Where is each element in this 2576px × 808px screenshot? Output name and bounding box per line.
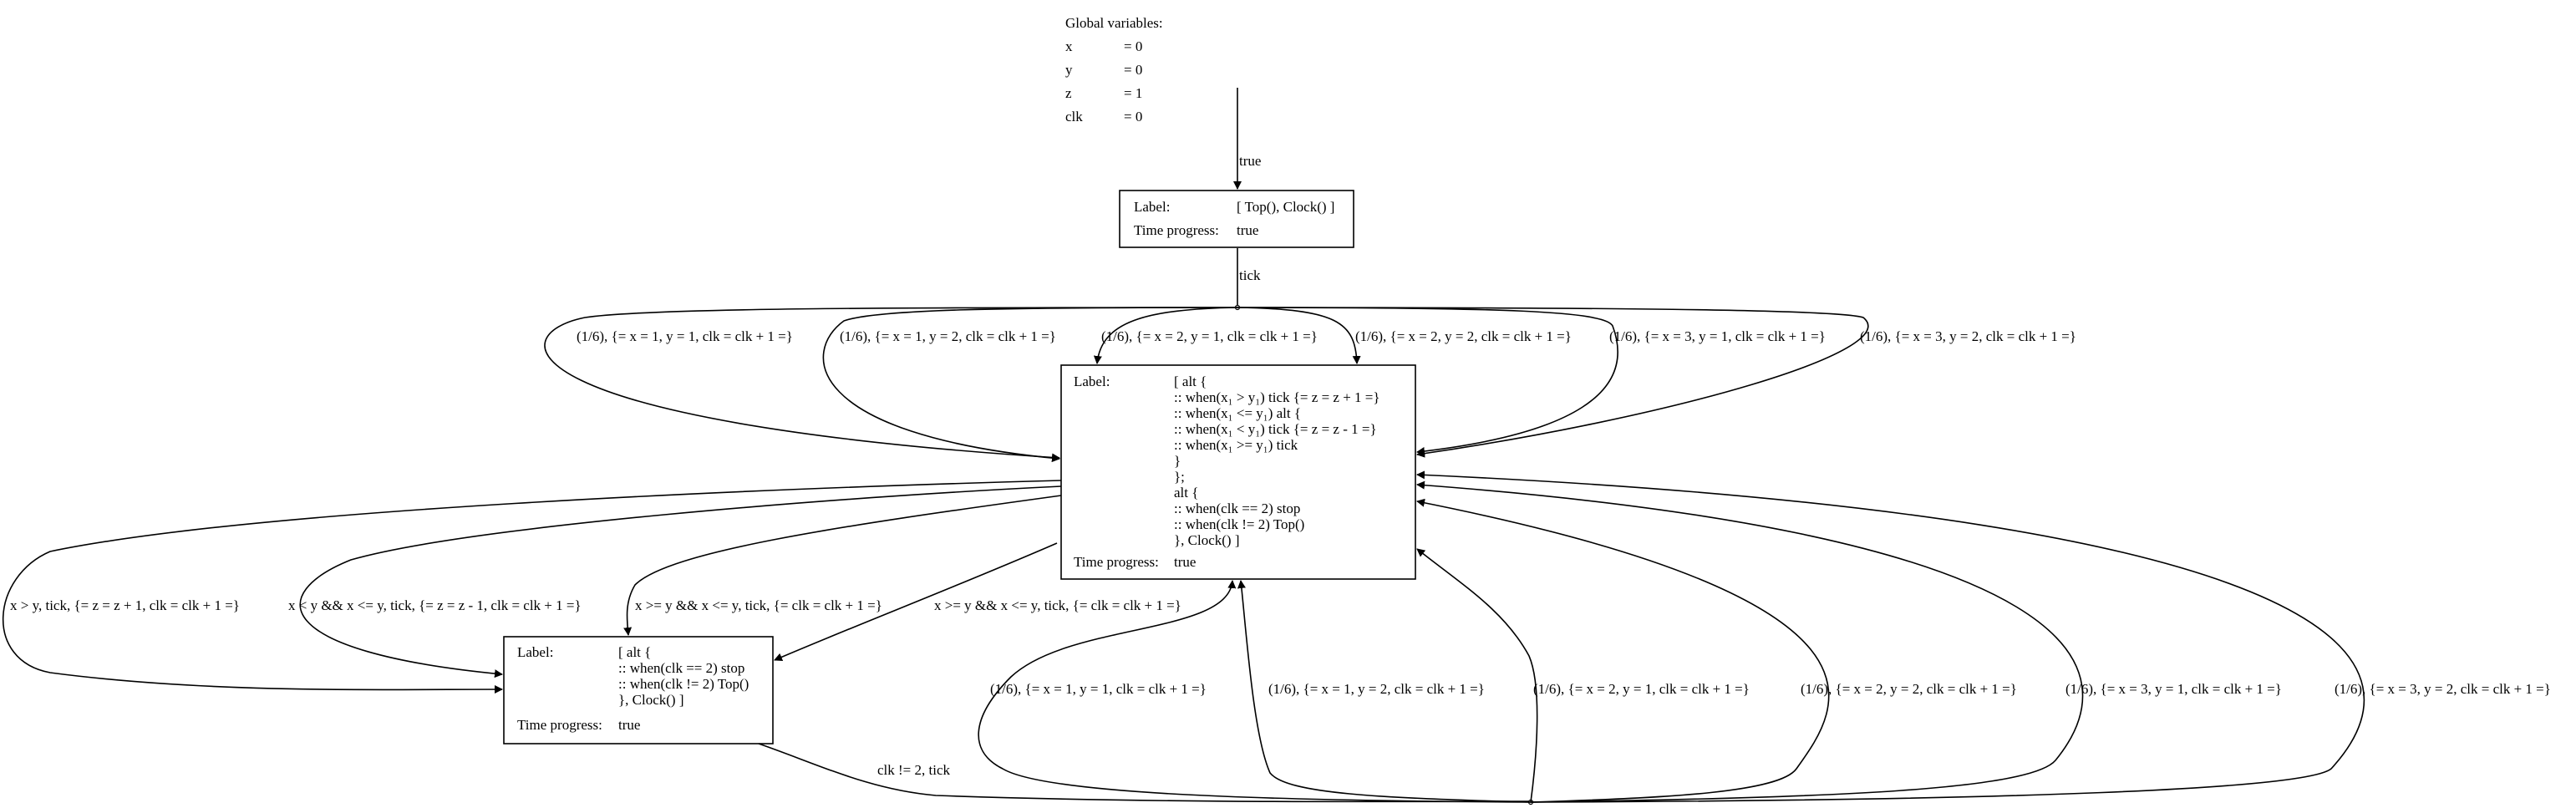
- main-to-left-label: x > y, tick, {= z = z + 1, clk = clk + 1…: [10, 597, 240, 613]
- left-state-box: [503, 636, 774, 744]
- lower-edge-label: (1/6), {= x = 1, y = 1, clk = clk + 1 =}: [990, 681, 1207, 697]
- left-out-edge-label: clk != 2, tick: [877, 762, 951, 778]
- upper-edge-label: (1/6), {= x = 1, y = 2, clk = clk + 1 =}: [840, 328, 1056, 344]
- var-name: clk: [1065, 109, 1083, 125]
- var-value: = 0: [1124, 109, 1143, 125]
- left-out-edge: [758, 743, 1532, 803]
- var-value: = 1: [1124, 85, 1143, 101]
- main-label-lines: [ alt { :: when(x₁ > y₁) tick {= z = z +…: [1174, 374, 1380, 548]
- lower-edge: [1416, 470, 2365, 803]
- main-label-line: }, Clock() ]: [1174, 532, 1240, 548]
- main-label-line: :: when(x₁ > y₁) tick {= z = z + 1 =}: [1174, 389, 1380, 405]
- var-name: x: [1065, 38, 1073, 54]
- init-edge-label: true: [1239, 153, 1261, 169]
- start-label-key: Label:: [1134, 199, 1170, 215]
- left-label-line: [ alt {: [618, 644, 651, 660]
- lower-edge-label: (1/6), {= x = 2, y = 1, clk = clk + 1 =}: [1533, 681, 1750, 697]
- main-label-line: }: [1174, 453, 1181, 469]
- lower-edge-label: (1/6), {= x = 1, y = 2, clk = clk + 1 =}: [1268, 681, 1485, 697]
- var-value: = 0: [1124, 62, 1143, 78]
- main-label-line: :: when(x₁ <= y₁) alt {: [1174, 405, 1301, 421]
- lower-edge-label: (1/6), {= x = 3, y = 2, clk = clk + 1 =}: [2335, 681, 2551, 697]
- main-to-left-edge: [774, 542, 1058, 662]
- var-name: y: [1065, 62, 1073, 78]
- lower-edge-label: (1/6), {= x = 3, y = 1, clk = clk + 1 =}: [2065, 681, 2282, 697]
- upper-edge-label: (1/6), {= x = 2, y = 2, clk = clk + 1 =}: [1355, 328, 1572, 344]
- left-label-line: }, Clock() ]: [618, 692, 684, 708]
- lower-edge: [978, 580, 1532, 803]
- main-to-left-edge: [2, 480, 1062, 694]
- upper-edge: [1093, 307, 1238, 364]
- lower-edge: [1416, 498, 1830, 803]
- main-time-value: true: [1174, 554, 1196, 570]
- left-label-key: Label:: [517, 644, 553, 660]
- upper-edge: [1237, 307, 1869, 458]
- main-state-box: [1060, 364, 1416, 580]
- main-label-line: :: when(clk == 2) stop: [1174, 501, 1300, 516]
- upper-edge: [544, 307, 1238, 462]
- tick-edge-label: tick: [1239, 267, 1261, 283]
- start-time-value: true: [1237, 222, 1258, 238]
- global-var-row: y = 0: [1065, 58, 1163, 82]
- main-label-line: :: when(x₁ < y₁) tick {= z = z - 1 =}: [1174, 421, 1377, 437]
- main-label-key: Label:: [1074, 374, 1110, 389]
- start-time-key: Time progress:: [1134, 222, 1219, 238]
- main-to-left-edge: [299, 485, 1062, 678]
- left-time-key: Time progress:: [517, 717, 602, 733]
- var-value: = 0: [1124, 38, 1143, 54]
- lower-edge: [1237, 580, 1532, 803]
- start-label-value: [ Top(), Clock() ]: [1237, 199, 1334, 215]
- upper-edge-label: (1/6), {= x = 2, y = 1, clk = clk + 1 =}: [1101, 328, 1318, 344]
- global-var-row: clk = 0: [1065, 105, 1163, 129]
- main-label-line: alt {: [1174, 485, 1198, 501]
- left-label-line: :: when(clk != 2) Top(): [618, 676, 749, 692]
- var-name: z: [1065, 85, 1072, 101]
- main-time-key: Time progress:: [1074, 554, 1159, 570]
- global-var-row: z = 1: [1065, 82, 1163, 105]
- lower-edge-label: (1/6), {= x = 2, y = 2, clk = clk + 1 =}: [1801, 681, 2017, 697]
- main-label-line: :: when(x₁ >= y₁) tick: [1174, 437, 1298, 453]
- upper-edge: [822, 307, 1238, 463]
- start-state-box: [1119, 190, 1354, 248]
- upper-edge-label: (1/6), {= x = 1, y = 1, clk = clk + 1 =}: [577, 328, 793, 344]
- upper-edge-label: (1/6), {= x = 3, y = 2, clk = clk + 1 =}: [1860, 328, 2076, 344]
- upper-edge: [1237, 307, 1618, 455]
- main-to-left-label: x < y && x <= y, tick, {= z = z - 1, clk…: [288, 597, 582, 613]
- left-time-value: true: [618, 717, 640, 733]
- upper-edge-label: (1/6), {= x = 3, y = 1, clk = clk + 1 =}: [1609, 328, 1826, 344]
- upper-edge: [1237, 307, 1361, 364]
- main-label-line: };: [1174, 469, 1185, 485]
- main-label-line: :: when(clk != 2) Top(): [1174, 516, 1304, 532]
- main-to-left-label: x >= y && x <= y, tick, {= clk = clk + 1…: [635, 597, 882, 613]
- left-label-line: :: when(clk == 2) stop: [618, 660, 744, 676]
- global-var-row: x = 0: [1065, 35, 1163, 58]
- lower-edge: [1416, 548, 1538, 803]
- main-label-line: [ alt {: [1174, 374, 1207, 389]
- lower-edge: [1416, 480, 2084, 803]
- main-to-left-label: x >= y && x <= y, tick, {= clk = clk + 1…: [934, 597, 1181, 613]
- global-variables-title: Global variables:: [1065, 15, 1163, 31]
- main-to-left-edge: [623, 495, 1062, 636]
- global-variables: Global variables: x = 0 y = 0 z = 1 clk = 0: [1065, 12, 1163, 129]
